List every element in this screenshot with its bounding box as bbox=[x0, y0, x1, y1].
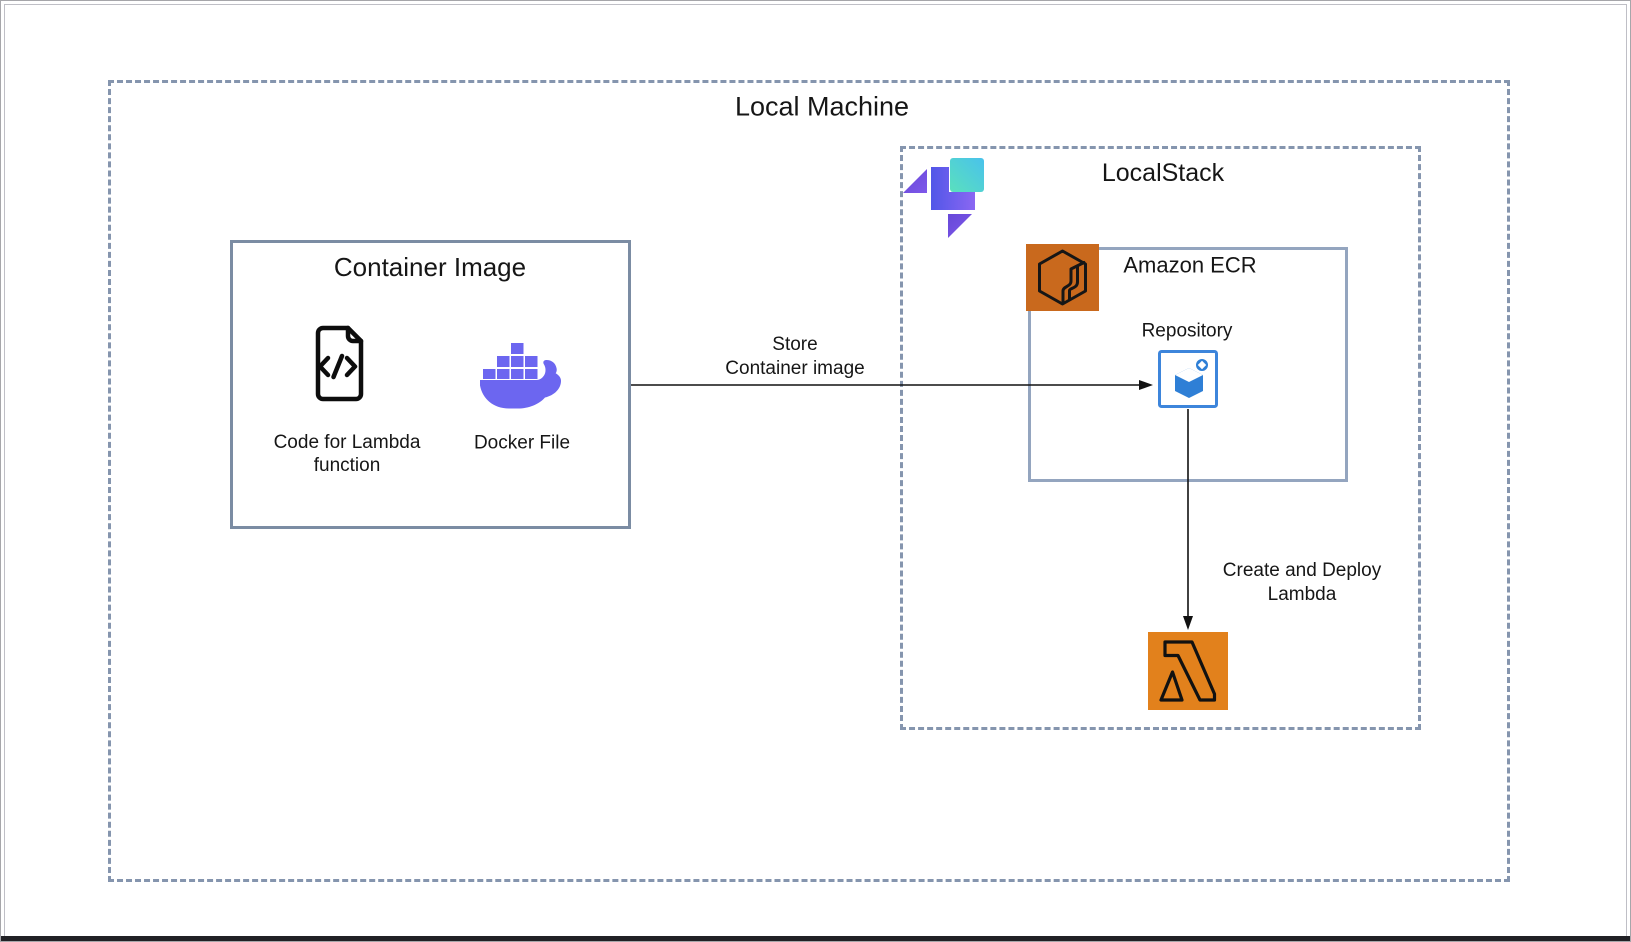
amazon-ecr-title: Amazon ECR bbox=[1123, 252, 1257, 278]
localstack-title: LocalStack bbox=[1101, 158, 1225, 187]
store-arrow-label: Store Container image bbox=[725, 334, 865, 379]
localstack-bottom-triangle bbox=[948, 214, 972, 238]
bottom-edge-bar bbox=[0, 936, 1631, 942]
deploy-arrow-label: Create and Deploy Lambda bbox=[1222, 560, 1382, 605]
local-machine-title: Local Machine bbox=[734, 91, 910, 122]
docker-file-label: Docker File bbox=[473, 432, 571, 454]
code-file-label: Code for Lambda function bbox=[273, 432, 421, 476]
localstack-logo bbox=[903, 158, 984, 238]
ecr-repository-icon bbox=[1158, 350, 1218, 408]
code-file-icon bbox=[315, 325, 364, 402]
local-machine-group-box bbox=[108, 80, 1510, 882]
aws-lambda-icon bbox=[1148, 632, 1228, 710]
repository-label: Repository bbox=[1141, 320, 1233, 342]
localstack-teal-square bbox=[950, 158, 984, 192]
docker-whale-icon bbox=[480, 343, 561, 409]
amazon-ecr-icon bbox=[1026, 244, 1099, 311]
container-image-title: Container Image bbox=[333, 252, 527, 283]
localstack-l-shape bbox=[931, 167, 975, 210]
localstack-group-box bbox=[900, 146, 1421, 730]
localstack-left-triangle bbox=[903, 169, 927, 193]
container-image-box bbox=[230, 240, 631, 529]
